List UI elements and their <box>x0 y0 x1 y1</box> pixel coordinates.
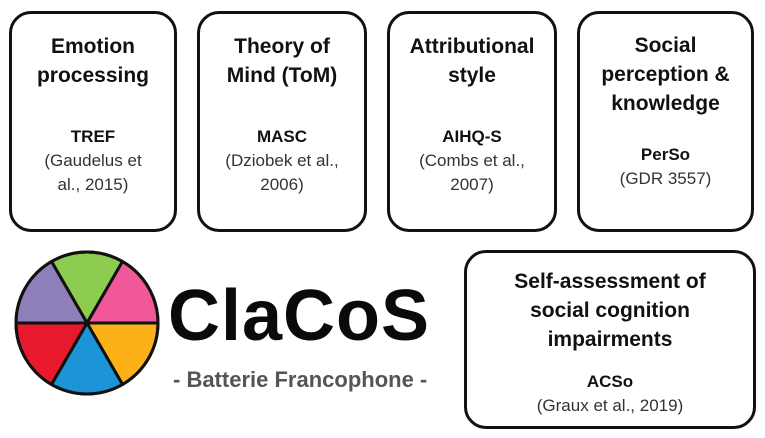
color-wheel-logo-icon <box>14 250 160 396</box>
reference: (Combs et al., 2007) <box>419 151 525 194</box>
tool-name: MASC <box>256 127 308 146</box>
tool-name: PerSo <box>640 145 691 164</box>
box-title: Theory of Mind (ToM) <box>226 35 338 87</box>
tool-name: ACSo <box>586 372 634 391</box>
self-assessment-box: Self-assessment of social cognition impa… <box>464 250 756 429</box>
brand-name: ClaCoS <box>168 276 431 356</box>
brand-subtitle: - Batterie Francophone - <box>173 367 428 392</box>
wheel-outline <box>14 250 160 396</box>
reference: (Graux et al., 2019) <box>536 396 684 415</box>
reference: (GDR 3557) <box>619 169 712 188</box>
tool-name: AIHQ-S <box>442 127 502 146</box>
tool-name: TREF <box>70 127 116 146</box>
box-title: Self-assessment of social cognition impa… <box>514 270 706 351</box>
box-title: Social perception & knowledge <box>601 34 730 115</box>
theory-of-mind-box: Theory of Mind (ToM) MASC (Dziobek et al… <box>197 11 367 232</box>
emotion-processing-box: Emotion processing TREF (Gaudelus et al.… <box>9 11 177 232</box>
reference: (Gaudelus et al., 2015) <box>44 151 142 194</box>
reference: (Dziobek et al., 2006) <box>225 151 339 194</box>
box-title: Attributional style <box>409 35 535 87</box>
attributional-style-box: Attributional style AIHQ-S (Combs et al.… <box>387 11 557 232</box>
social-perception-box: Social perception & knowledge PerSo (GDR… <box>577 11 754 232</box>
box-title: Emotion processing <box>36 35 150 87</box>
